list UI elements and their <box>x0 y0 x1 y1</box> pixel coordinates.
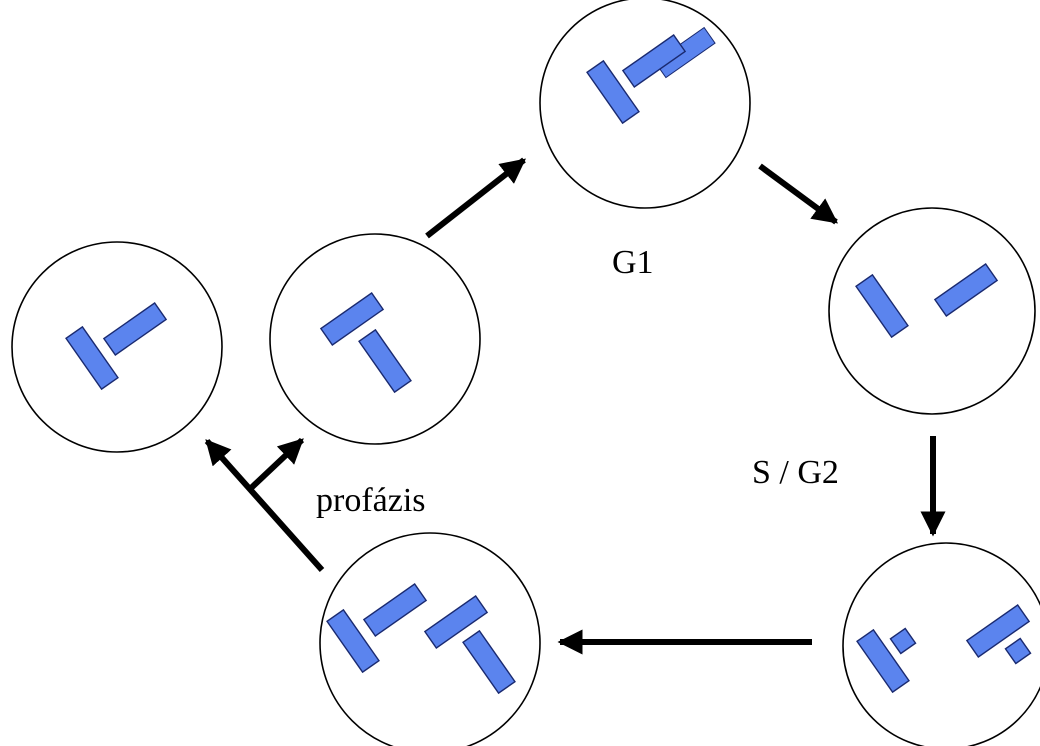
chromosome-block <box>326 608 380 674</box>
chromosome-block <box>621 34 687 88</box>
phase-label-g1: G1 <box>612 244 654 281</box>
chromosome-block <box>933 263 999 317</box>
phase-label-s-g2: S / G2 <box>752 454 839 491</box>
phase-label-profazis: profázis <box>316 482 426 519</box>
chromosome-block <box>319 292 385 346</box>
arrow-g1-to-sg2 <box>758 163 839 225</box>
chromosome-block <box>856 628 910 694</box>
chromosome-block <box>462 629 516 695</box>
chromosome-block <box>586 59 640 125</box>
chromosome-block <box>102 302 168 356</box>
chromosome-block <box>1004 637 1032 665</box>
chromosome-block <box>65 325 119 391</box>
chromosome-block <box>362 583 428 637</box>
cell-s-g2 <box>828 207 1036 415</box>
chromosome-block <box>889 627 917 655</box>
chromosome-block <box>358 328 412 394</box>
arrow-bottom-left-up <box>204 439 325 572</box>
chromosome-block <box>423 595 489 649</box>
chromosome-block <box>965 604 1031 658</box>
cell-bottom-right <box>842 542 1040 746</box>
arrow-branch-to-split <box>247 437 305 492</box>
chromosome-block <box>855 273 909 339</box>
arrow-split-to-g1 <box>425 157 526 239</box>
cell-g1 <box>539 0 751 209</box>
